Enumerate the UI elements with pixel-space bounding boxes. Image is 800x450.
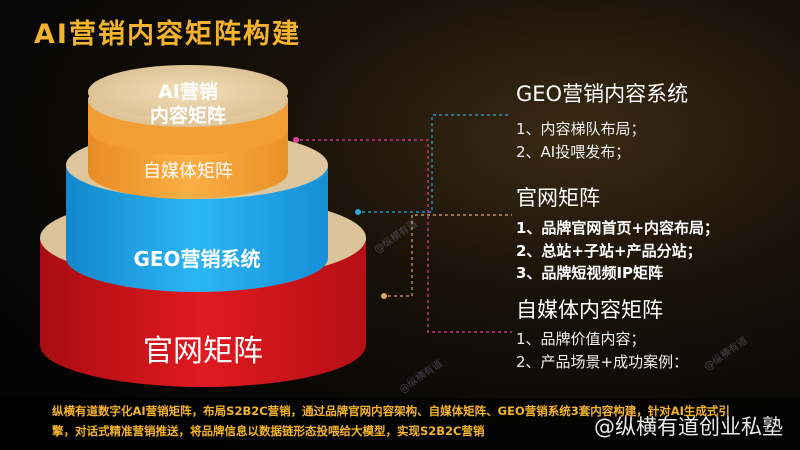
connector-geo: [362, 114, 510, 213]
section-official-item-1: 1、品牌官网首页+内容布局；: [516, 219, 720, 237]
connector-dot-geo: [355, 209, 361, 215]
section-official-title: 官网矩阵: [516, 186, 600, 210]
cake-orange-label: 自媒体矩阵: [143, 161, 233, 182]
section-geo-item-2: 2、AI投喂发布；: [516, 143, 631, 161]
section-geo-item-1: 1、内容梯队布局；: [516, 120, 646, 138]
watermark: @纵横有道创业私塾: [594, 415, 783, 439]
tier-orange: [88, 65, 288, 199]
section-media-title: 自媒体内容矩阵: [516, 298, 663, 322]
section-official-item-2: 2、总站+子站+产品分站；: [516, 242, 702, 260]
bottom-banner: [0, 398, 800, 450]
section-media-item-1: 1、品牌价值内容；: [516, 330, 646, 348]
connector-dot-media: [293, 137, 299, 143]
section-geo-title: GEO营销内容系统: [516, 82, 689, 106]
connector-dot-official: [381, 293, 387, 299]
connector-official: [388, 214, 512, 297]
cake-blue-label: GEO营销系统: [133, 247, 261, 271]
cake-red-label: 官网矩阵: [143, 334, 263, 369]
bottom-description: 纵横有道数字化AI营销矩阵，布局S2B2C营销，通过品牌官网内容架构、自媒体矩阵…: [52, 404, 730, 438]
section-media-item-2: 2、产品场景+成功案例：: [516, 353, 689, 371]
connector-media: [300, 139, 512, 333]
page-title: AI营销内容矩阵构建: [34, 19, 301, 50]
cake-top-label: AI营销 内容矩阵: [150, 80, 226, 128]
section-official-item-3: 3、品牌短视频IP矩阵: [516, 264, 664, 282]
cake-top-line2: 内容矩阵: [149, 105, 227, 127]
cake-top-line1: AI营销: [158, 81, 218, 103]
